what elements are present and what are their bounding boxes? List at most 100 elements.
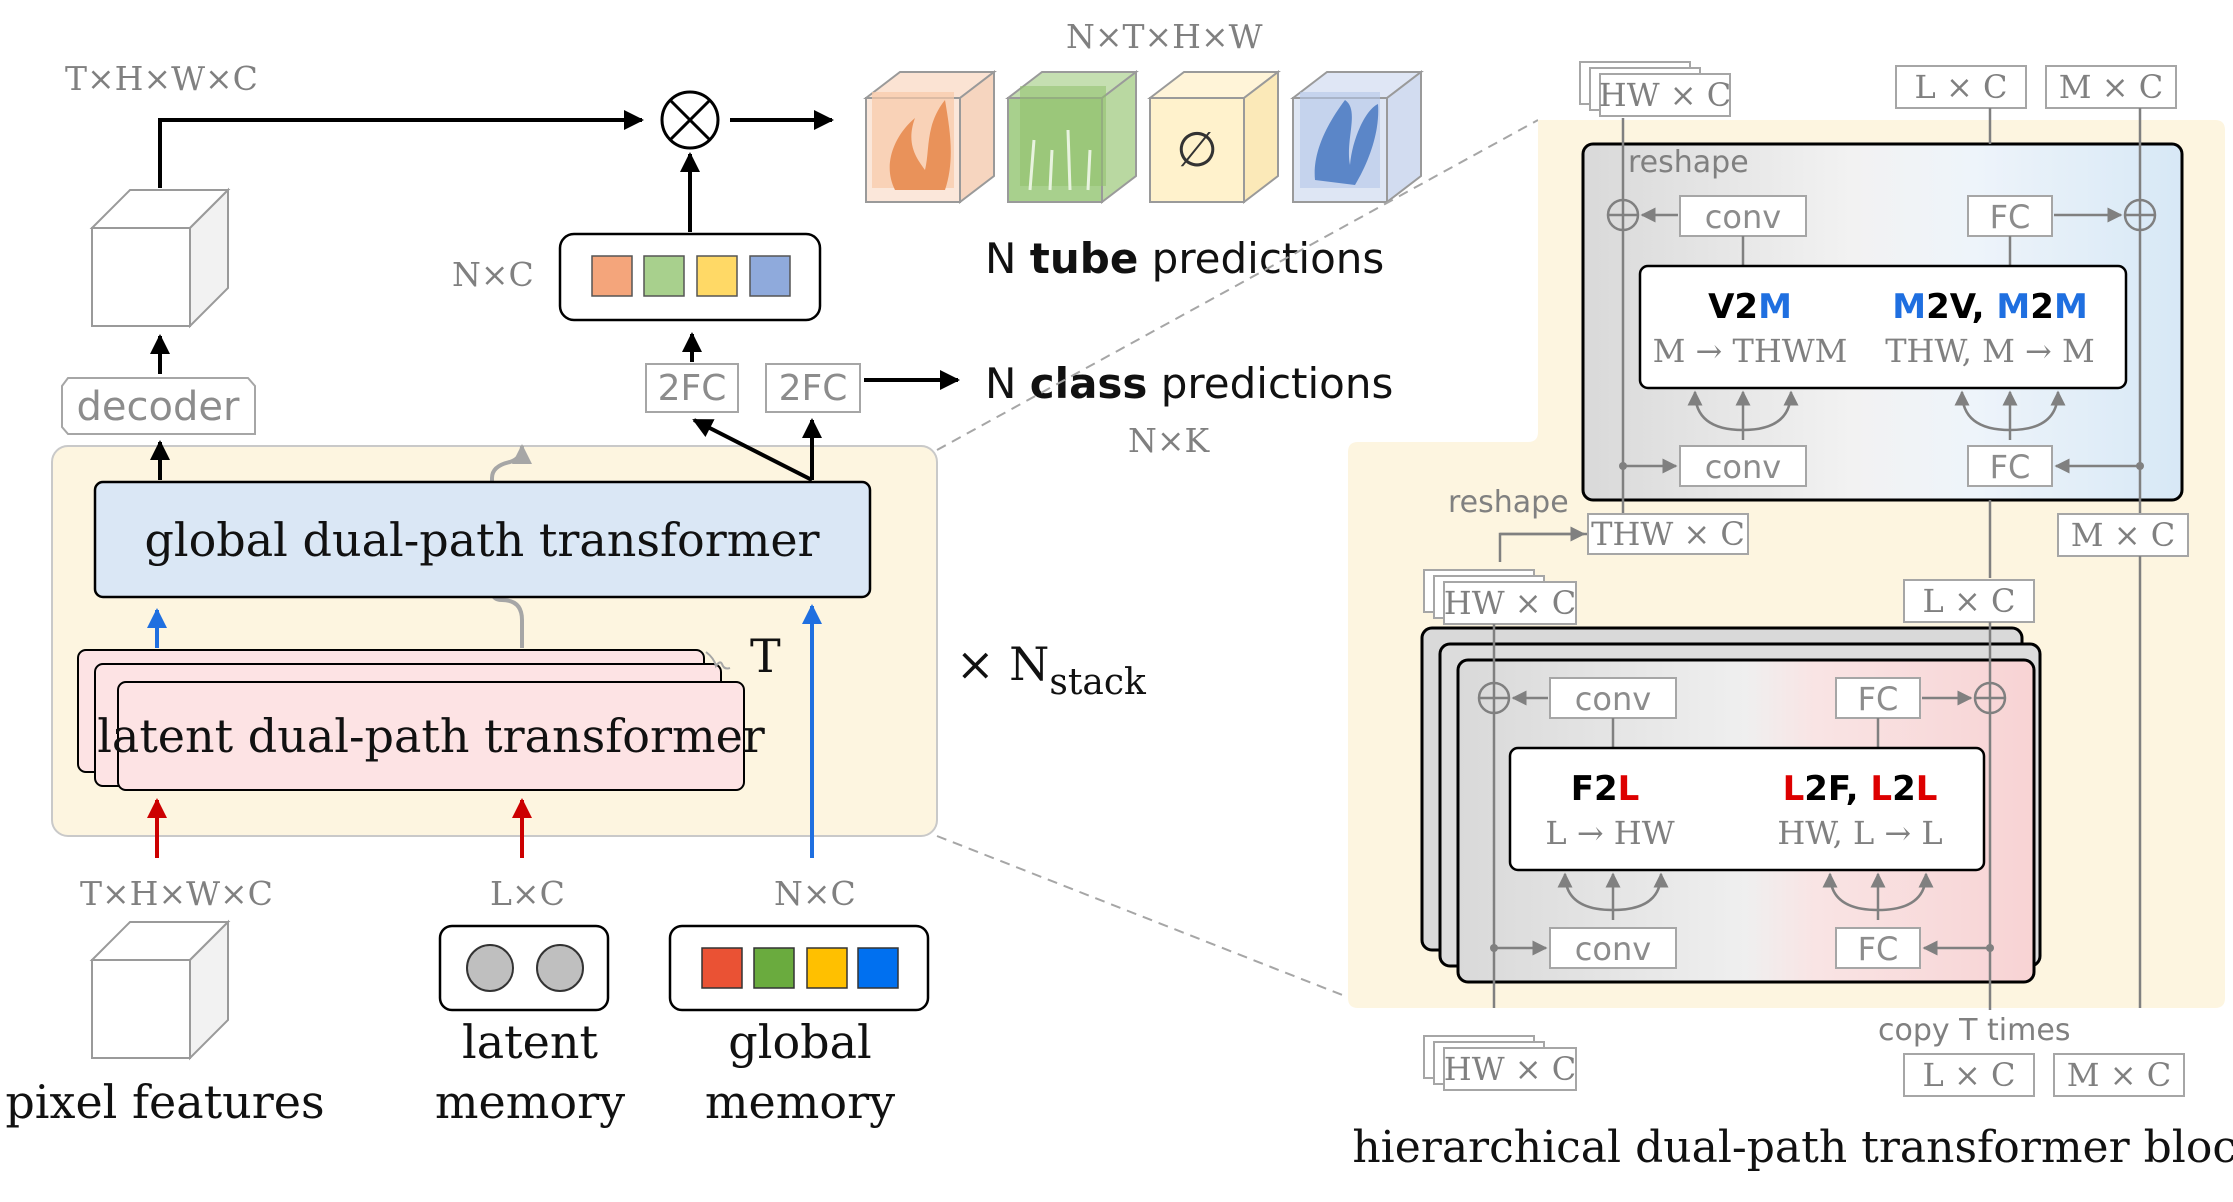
fc-top-upper-label: FC	[1990, 198, 2031, 236]
top-m-label: M × C	[2059, 68, 2163, 106]
decoder-box	[61, 377, 256, 435]
class-dims-label: N×K	[1128, 421, 1211, 460]
n-stack-label: × Nstack	[956, 637, 1147, 703]
f2l-title: F2L	[1571, 769, 1640, 809]
class-predictions-label: N class predictions	[985, 359, 1393, 408]
fc-bot-lower-label: FC	[1858, 930, 1899, 968]
query-color-green	[643, 255, 685, 297]
global-memory-box	[668, 924, 930, 1012]
multiply-node	[660, 90, 720, 150]
conv-top-lower-label: conv	[1705, 448, 1781, 486]
query-dims-label: N×C	[452, 255, 534, 294]
thw-label: THW × C	[1591, 515, 1745, 553]
tube-predictions-label: N tube predictions	[985, 234, 1384, 283]
reshape-label-mid: reshape	[1448, 485, 1569, 520]
global-token-green	[753, 947, 795, 989]
latent-transformer-box	[117, 681, 745, 791]
v2m-title: V2M	[1708, 287, 1792, 327]
fc-bot-upper-label: FC	[1858, 680, 1899, 718]
bot-m-label: M × C	[2067, 1056, 2171, 1094]
fc-mask-box	[645, 363, 739, 413]
global-memory-label-2: memory	[705, 1075, 895, 1129]
global-memory-label-1: global	[728, 1015, 871, 1069]
l2f-title: L2F, L2L	[1783, 769, 1938, 809]
latent-token-1	[466, 944, 514, 992]
mid-l-label: L × C	[1923, 582, 2016, 620]
m2v-title: M2V, M2M	[1892, 287, 2088, 327]
latent-transformer-label: latent dual-path transformer	[97, 709, 765, 763]
left-architecture: T×H×W×C decoder N×C 2FC	[5, 59, 1147, 1129]
empty-set-symbol: ∅	[1176, 122, 1218, 178]
latent-dims-label: L×C	[490, 874, 565, 913]
tube-prediction-green-cube-icon	[1005, 69, 1139, 205]
latent-token-2	[536, 944, 584, 992]
mid-hw-label: HW × C	[1444, 584, 1576, 622]
l2f-sub: HW, L → L	[1777, 814, 1942, 852]
conv-top-upper-box	[1679, 195, 1807, 237]
t-label: T	[750, 629, 781, 683]
fc-top-lower-label: FC	[1990, 448, 2031, 486]
decoder-label: decoder	[77, 384, 240, 430]
add-node-bottom-left	[1477, 681, 1511, 715]
decoder-output-cube-icon	[89, 187, 231, 329]
pixel-dims-label: T×H×W×C	[80, 874, 273, 913]
top-hw-box	[1599, 73, 1731, 117]
fc-bot-lower-box	[1835, 927, 1921, 969]
pixel-features-label: pixel features	[5, 1075, 324, 1129]
global-dims-label: N×C	[774, 874, 856, 913]
conv-bot-lower-label: conv	[1575, 930, 1651, 968]
latent-memory-label-1: latent	[462, 1015, 598, 1069]
add-node-top-right	[2123, 198, 2157, 232]
top-l-box	[1895, 65, 2027, 109]
add-node-bottom-right	[1973, 681, 2007, 715]
top-l-label: L × C	[1915, 68, 2008, 106]
block-caption: hierarchical dual-path transformer block	[1352, 1122, 2233, 1173]
query-color-yellow	[696, 255, 738, 297]
global-token-blue	[857, 947, 899, 989]
mid-l-box	[1903, 579, 2035, 623]
mid-m-box	[2057, 513, 2189, 557]
bot-l-box	[1903, 1053, 2035, 1097]
top-hw-label: HW × C	[1599, 76, 1731, 114]
fork-arrows-bottom	[1557, 872, 1934, 920]
f2l-sub: L → HW	[1545, 814, 1674, 852]
fc-bot-upper-box	[1835, 677, 1921, 719]
bot-l-label: L × C	[1923, 1056, 2016, 1094]
fc-top-lower-box	[1967, 445, 2053, 487]
v2m-sub: M → THWM	[1653, 332, 1848, 370]
fork-arrows-top	[1687, 390, 2066, 440]
global-transformer-label: global dual-path transformer	[144, 513, 819, 567]
global-transformer-box	[93, 480, 872, 599]
mid-m-label: M × C	[2071, 516, 2175, 554]
v2m-m2v-box	[1638, 264, 2128, 390]
tube-prediction-orange-cube-icon	[863, 69, 997, 205]
outputs: N×T×H×W ∅	[863, 17, 1424, 460]
bot-hw-label: HW × C	[1444, 1050, 1576, 1088]
copy-t-label: copy T times	[1878, 1013, 2070, 1048]
query-color-blue	[749, 255, 791, 297]
conv-bot-upper-label: conv	[1575, 680, 1651, 718]
global-token-yellow	[806, 947, 848, 989]
global-token-red	[701, 947, 743, 989]
conv-top-upper-label: conv	[1705, 198, 1781, 236]
tube-dims-label: N×T×H×W	[1066, 17, 1263, 56]
conv-bot-lower-box	[1549, 927, 1677, 969]
tube-prediction-blue-cube-icon	[1290, 69, 1424, 205]
add-node-top-left	[1606, 198, 1640, 232]
fc-class-label: 2FC	[779, 368, 848, 409]
f2l-l2f-box	[1508, 746, 1986, 872]
hierarchical-block: HW × C L × C M × C reshape conv FC	[1348, 61, 2233, 1173]
latent-memory-label-2: memory	[435, 1075, 625, 1129]
m2v-sub: THW, M → M	[1885, 332, 2095, 370]
bot-m-box	[2053, 1053, 2185, 1097]
query-color-orange	[591, 255, 633, 297]
fc-class-box	[765, 363, 861, 413]
mid-hw-box	[1443, 581, 1577, 625]
reshape-label-top: reshape	[1628, 145, 1749, 180]
conv-top-lower-box	[1679, 445, 1807, 487]
top-dims-label: T×H×W×C	[65, 59, 258, 98]
top-m-box	[2045, 65, 2177, 109]
thw-box	[1587, 513, 1749, 555]
fc-mask-label: 2FC	[658, 368, 727, 409]
